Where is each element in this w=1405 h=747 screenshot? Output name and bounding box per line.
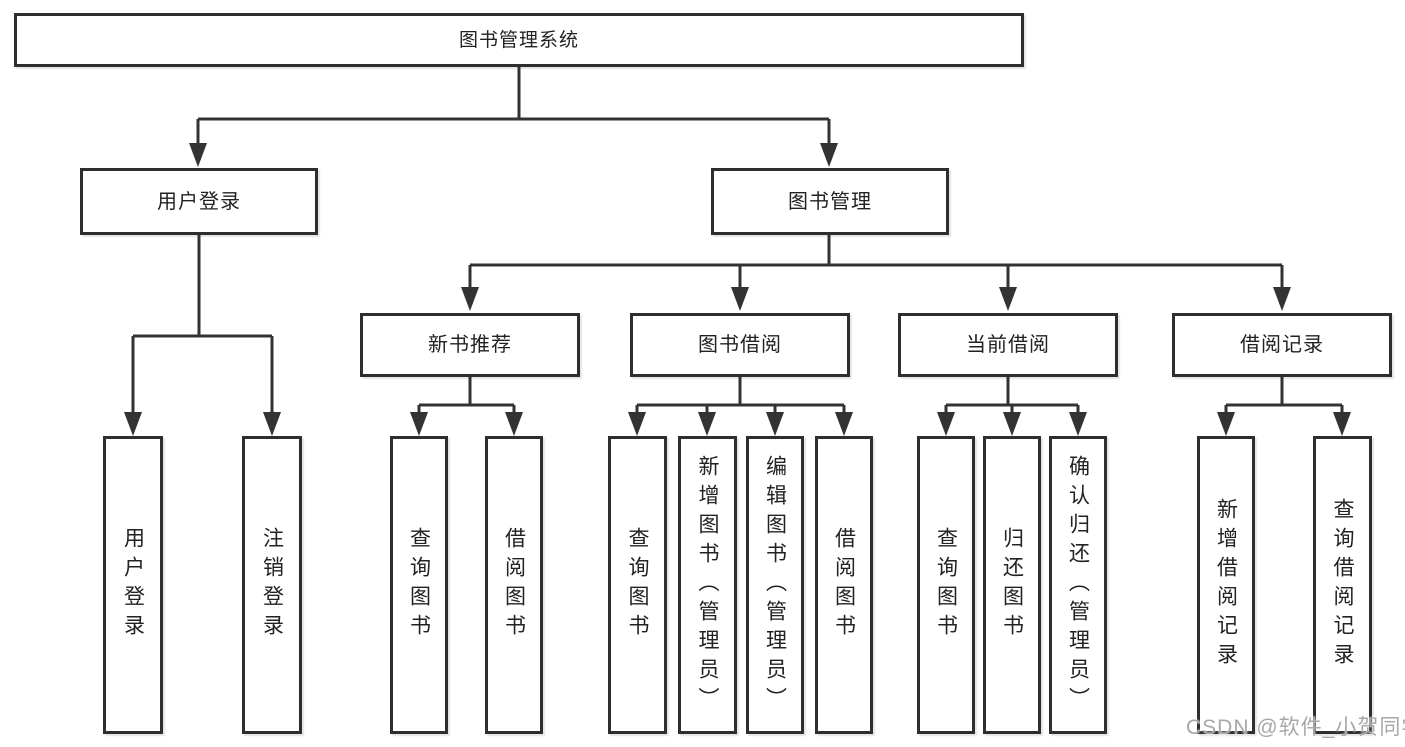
connector-book-borrowing-fork xyxy=(635,377,846,412)
node-book-borrowing-label: 图书借阅 xyxy=(698,334,782,356)
node-new-book-recommend-label: 新书推荐 xyxy=(428,334,512,356)
node-user-login-label: 用户登录 xyxy=(157,190,241,213)
connector-new-book-recommend-fork xyxy=(417,377,516,412)
leaf-borrow-books-borrowing: 借阅图书 xyxy=(815,436,873,734)
connector-book-management-fork xyxy=(468,235,1284,287)
csdn-watermark: CSDN @软件_小贺同学 xyxy=(1186,716,1405,739)
node-current-borrowing: 当前借阅 xyxy=(898,313,1118,377)
leaf-add-borrow-record: 新增借阅记录 xyxy=(1197,436,1255,734)
connector-user-login-fork xyxy=(131,235,274,412)
arrow-to-leaf-user-login xyxy=(124,412,142,436)
node-current-borrowing-label: 当前借阅 xyxy=(966,334,1050,356)
leaf-add-books-admin: 新增图书（管理员） xyxy=(678,436,737,734)
node-borrowing-records-label: 借阅记录 xyxy=(1240,334,1324,356)
node-book-management: 图书管理 xyxy=(711,168,949,235)
leaf-return-books: 归还图书 xyxy=(983,436,1041,734)
arrow-to-new-book-recommend xyxy=(461,287,479,311)
arrow-to-borrowing-records xyxy=(1273,287,1291,311)
leaf-query-books-recommend: 查询图书 xyxy=(390,436,448,734)
leaf-edit-books-admin: 编辑图书（管理员） xyxy=(746,436,804,734)
leaf-query-books-current: 查询图书 xyxy=(917,436,975,734)
arrow-to-book-borrowing xyxy=(731,287,749,311)
leaf-logout-login: 注销登录 xyxy=(242,436,302,734)
node-root-label: 图书管理系统 xyxy=(458,29,579,51)
connector-borrowing-records-fork xyxy=(1224,377,1344,412)
node-new-book-recommend: 新书推荐 xyxy=(360,313,580,377)
arrow-to-book-management xyxy=(820,143,838,167)
arrow-to-user-login xyxy=(189,143,207,167)
leaf-confirm-return-admin: 确认归还（管理员） xyxy=(1049,436,1107,734)
node-book-management-label: 图书管理 xyxy=(788,190,872,213)
node-borrowing-records: 借阅记录 xyxy=(1172,313,1392,377)
leaf-query-books-borrowing: 查询图书 xyxy=(608,436,667,734)
arrow-to-leaf-logout xyxy=(263,412,281,436)
node-root: 图书管理系统 xyxy=(14,13,1024,67)
connector-current-borrowing-fork xyxy=(944,377,1080,412)
node-book-borrowing: 图书借阅 xyxy=(630,313,850,377)
connector-root-fork xyxy=(196,67,831,143)
arrow-to-current-borrowing xyxy=(999,287,1017,311)
leaf-borrow-books-recommend: 借阅图书 xyxy=(485,436,543,734)
leaf-query-borrow-record: 查询借阅记录 xyxy=(1313,436,1372,734)
leaf-user-login: 用户登录 xyxy=(103,436,163,734)
node-user-login: 用户登录 xyxy=(80,168,318,235)
